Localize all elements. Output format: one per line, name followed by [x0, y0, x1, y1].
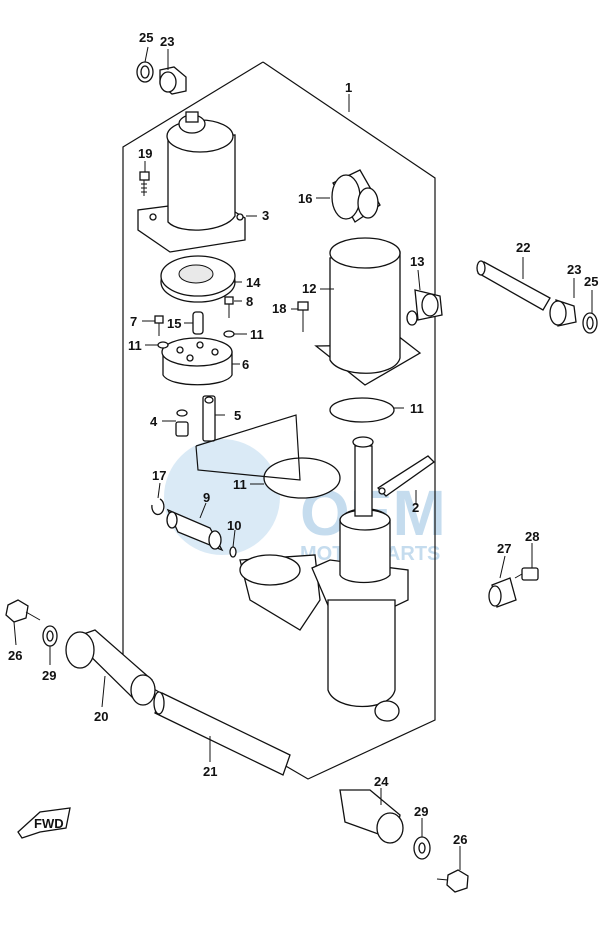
part-1-cylinder — [239, 436, 409, 722]
part-11-oring-big-b — [263, 457, 341, 499]
callout-25-right: 25 — [584, 274, 598, 289]
callout-17: 17 — [152, 468, 166, 483]
part-29-washer-bottom — [413, 836, 431, 860]
fwd-arrow-icon: FWD — [17, 807, 71, 839]
callouts: 25 23 1 19 3 16 22 13 12 23 25 14 8 18 7… — [8, 30, 598, 847]
part-18-bolt — [297, 301, 309, 332]
part-11-oring-small-a — [157, 341, 169, 349]
callout-19: 19 — [138, 146, 152, 161]
part-28-bolt — [514, 567, 539, 581]
callout-7: 7 — [130, 314, 137, 329]
callout-8: 8 — [246, 294, 253, 309]
part-26-bolt-bottom — [436, 869, 469, 893]
callout-26-left: 26 — [8, 648, 22, 663]
callout-10: 10 — [227, 518, 241, 533]
callout-29-left: 29 — [42, 668, 56, 683]
part-23-bushing-top — [159, 66, 187, 95]
part-11-oring-big-a — [329, 397, 395, 423]
part-20-bushing — [65, 629, 156, 706]
callout-20: 20 — [94, 709, 108, 724]
part-21-shaft — [153, 691, 291, 776]
callout-15: 15 — [167, 316, 181, 331]
part-26-bolt-left — [5, 599, 41, 623]
part-4-valve — [175, 409, 189, 437]
callout-18: 18 — [272, 301, 286, 316]
part-7-bolt — [154, 315, 164, 336]
part-12-reservoir — [314, 237, 422, 386]
callout-24: 24 — [374, 774, 389, 789]
part-16-bushing — [331, 169, 381, 223]
part-19-bolt — [139, 171, 150, 196]
part-14-plate — [160, 255, 236, 303]
callout-14: 14 — [246, 275, 261, 290]
callout-13: 13 — [410, 254, 424, 269]
part-23-bushing-right — [549, 299, 577, 327]
part-10-ring — [229, 546, 237, 558]
callout-6: 6 — [242, 357, 249, 372]
part-13-plug — [406, 289, 443, 326]
callout-23-right: 23 — [567, 262, 581, 277]
callout-27: 27 — [497, 541, 511, 556]
part-3-motor — [137, 111, 246, 253]
callout-12: 12 — [302, 281, 316, 296]
callout-21: 21 — [203, 764, 217, 779]
callout-3: 3 — [262, 208, 269, 223]
callout-4: 4 — [150, 414, 158, 429]
callout-9: 9 — [203, 490, 210, 505]
callout-22: 22 — [516, 240, 530, 255]
part-6-pump — [161, 337, 233, 386]
callout-16: 16 — [298, 191, 312, 206]
part-25-ring-top — [136, 61, 154, 83]
assembly-frame — [122, 61, 436, 780]
part-5-valve — [202, 395, 216, 442]
part-11-oring-small-b — [223, 330, 235, 338]
callout-23-top: 23 — [160, 34, 174, 49]
callout-11-a: 11 — [128, 338, 142, 353]
callout-28: 28 — [525, 529, 539, 544]
callout-11-c: 11 — [410, 401, 424, 416]
callout-29-bottom: 29 — [414, 804, 428, 819]
callout-11-d: 11 — [233, 477, 247, 492]
callout-5: 5 — [234, 408, 241, 423]
part-17-ring — [151, 498, 165, 516]
callout-25-top: 25 — [139, 30, 153, 45]
part-15-pin — [192, 311, 204, 335]
part-25-ring-right — [582, 312, 598, 334]
leader-lines — [13, 46, 593, 870]
part-2-lever — [376, 455, 436, 497]
fwd-label: FWD — [34, 816, 64, 831]
part-9-valve — [166, 508, 224, 552]
part-8-bolt — [224, 296, 234, 318]
callout-11-b: 11 — [250, 327, 264, 342]
part-24-bushing — [339, 789, 404, 844]
callout-26-bottom: 26 — [453, 832, 467, 847]
part-27-bushing — [488, 577, 517, 608]
callout-2: 2 — [412, 500, 419, 515]
part-22-pin — [476, 260, 551, 311]
callout-1: 1 — [345, 80, 352, 95]
part-29-washer-left — [42, 625, 58, 647]
